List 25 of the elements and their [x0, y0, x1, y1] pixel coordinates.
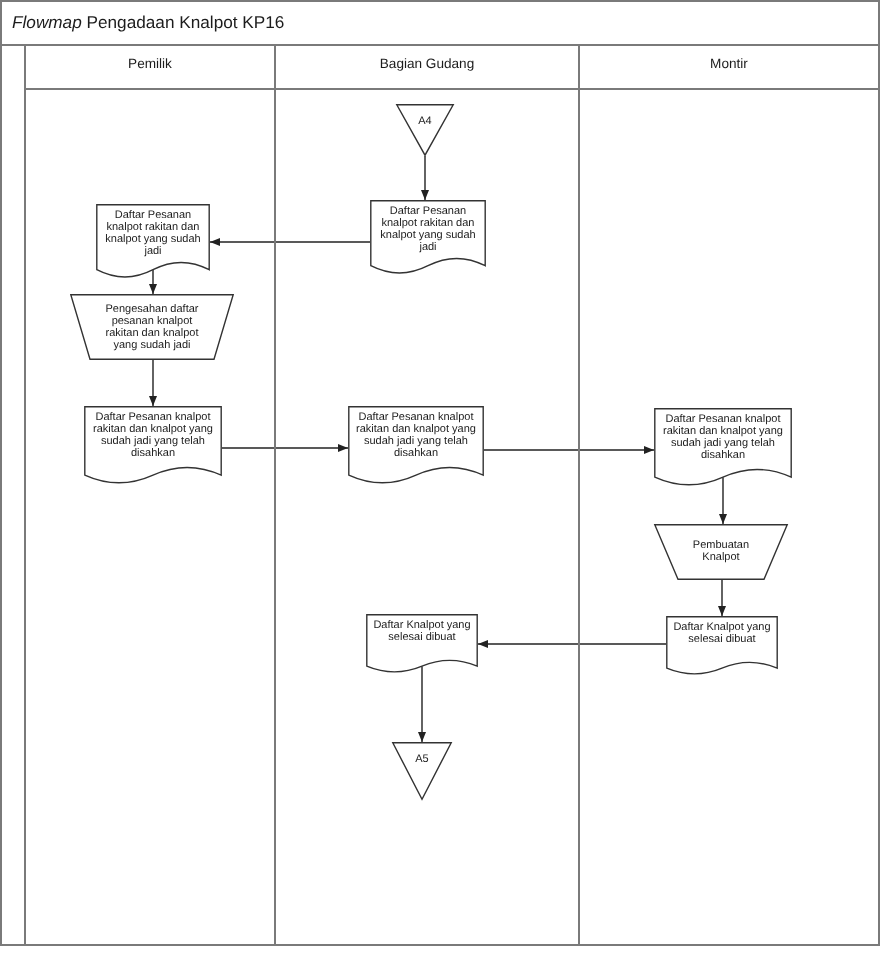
- swimlane: [578, 44, 878, 944]
- document-shape: [666, 616, 778, 678]
- arrow: [149, 359, 157, 407]
- off-page-connector: [392, 742, 452, 800]
- document-shape: [654, 408, 792, 490]
- manual-operation-shape: [654, 524, 788, 580]
- arrow: [477, 640, 667, 648]
- diagram-title: Flowmap Pengadaan Knalpot KP16: [12, 12, 285, 34]
- arrow: [418, 665, 426, 743]
- manual-operation-shape: [70, 294, 234, 360]
- arrow: [149, 269, 157, 295]
- arrow: [718, 579, 726, 617]
- arrow: [209, 238, 371, 246]
- arrow: [421, 155, 429, 201]
- swimlane: [274, 44, 578, 944]
- off-page-connector: [396, 104, 454, 156]
- document-shape: [84, 406, 222, 488]
- arrow: [221, 444, 349, 452]
- arrow: [483, 446, 655, 454]
- swimlane: [24, 44, 274, 944]
- arrow: [719, 476, 727, 525]
- document-shape: [96, 204, 210, 282]
- document-shape: [370, 200, 486, 278]
- document-shape: [348, 406, 484, 488]
- document-shape: [366, 614, 478, 676]
